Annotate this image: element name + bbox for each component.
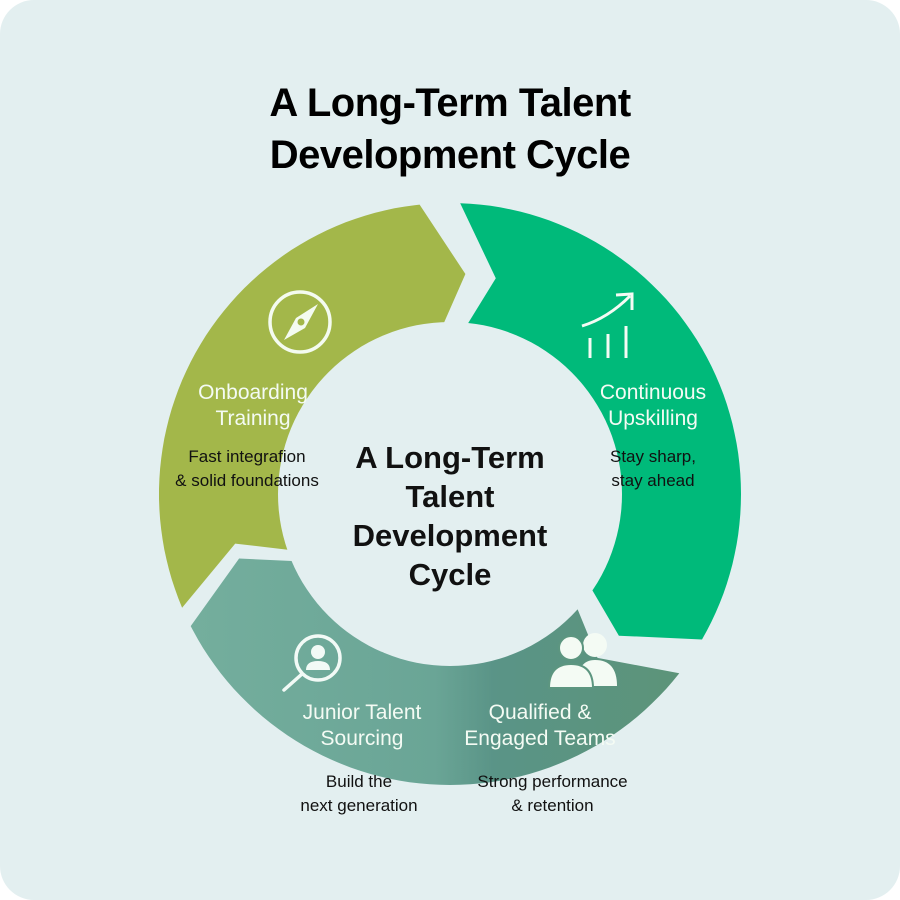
stage-desc-sourcing-1: Build the: [325, 772, 393, 791]
stage-title-sourcing-2: Sourcing: [320, 727, 404, 750]
title-line-2: Development Cycle: [269, 133, 631, 177]
stage-title-onboarding-1: Onboarding: [198, 381, 308, 404]
stage-desc-teams-2: & retention: [511, 796, 594, 815]
stage-title-upskilling-2: Upskilling: [608, 407, 698, 430]
center-title: A Long-Term Talent Development Cycle: [300, 438, 600, 594]
stage-title-teams-1: Qualified &: [488, 701, 592, 724]
stage-desc-onboarding-1: Fast integrafion: [188, 447, 306, 466]
team-icon: [547, 633, 617, 689]
stage-desc-sourcing-2: next generation: [300, 796, 418, 815]
stage-title-sourcing-1: Junior Talent: [302, 701, 422, 724]
growth-chart-icon: [581, 292, 634, 358]
ring-center: [278, 322, 622, 666]
stage-desc-upskilling-2: stay ahead: [611, 471, 695, 490]
stage-title-onboarding-2: Training: [215, 407, 291, 430]
stage-desc-upskilling-1: Stay sharp,: [610, 447, 696, 466]
center-title-line-1: A Long-Term: [355, 440, 545, 475]
stage-desc-onboarding-2: & solid foundations: [175, 471, 319, 490]
center-title-line-3: Development: [352, 518, 548, 553]
center-title-line-4: Cycle: [408, 557, 492, 592]
compass-icon: [268, 290, 332, 354]
search-person-icon: [282, 634, 342, 692]
title-line-1: A Long-Term Talent: [269, 81, 631, 125]
stage-title-upskilling-1: Continuous: [599, 381, 707, 404]
center-title-line-2: Talent: [405, 479, 495, 514]
stage-desc-teams-1: Strong performance: [477, 772, 628, 791]
stage-title-teams-2: Engaged Teams: [464, 727, 616, 750]
